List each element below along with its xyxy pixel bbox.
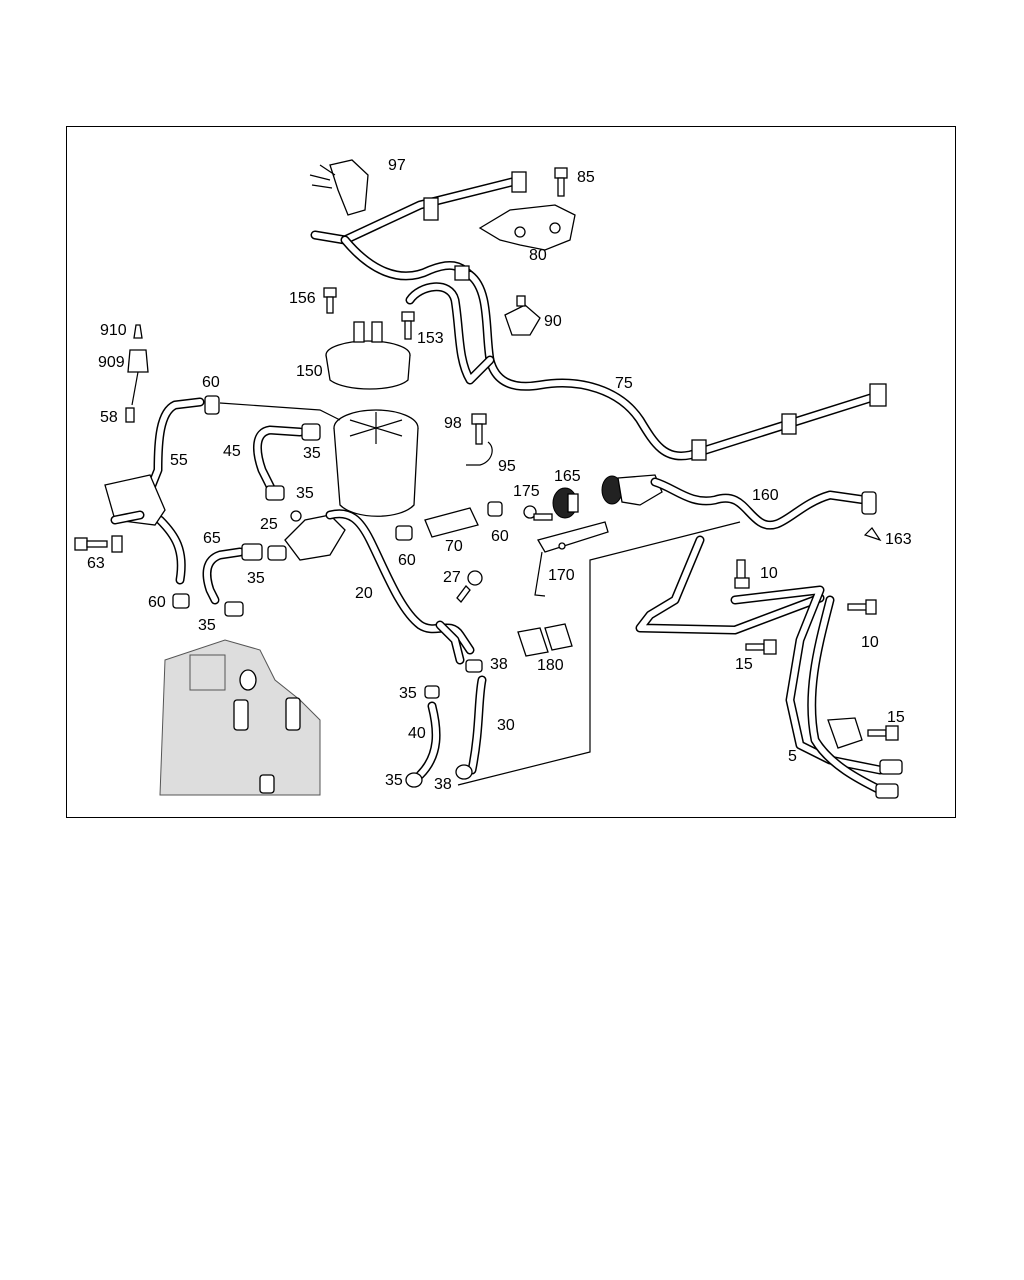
- label-165: 165: [554, 468, 581, 485]
- label-35-b: 35: [296, 485, 314, 502]
- label-25: 25: [260, 516, 278, 533]
- label-20: 20: [355, 585, 373, 602]
- clamp-ring-150: [325, 321, 411, 390]
- bracket-80: [478, 204, 576, 251]
- clip-163: [863, 527, 882, 542]
- sensor-909-910: [125, 324, 149, 423]
- fuel-line-160: [601, 474, 877, 530]
- label-75: 75: [615, 375, 633, 392]
- label-97: 97: [388, 157, 406, 174]
- bolt-10-right: [847, 599, 877, 615]
- label-35-d: 35: [198, 617, 216, 634]
- fuel-filter: [333, 409, 419, 517]
- bolt-85: [554, 167, 568, 197]
- fuel-line-upper: [310, 171, 887, 461]
- label-10-a: 10: [760, 565, 778, 582]
- label-38-b: 38: [434, 776, 452, 793]
- label-150: 150: [296, 363, 323, 380]
- label-27: 27: [443, 569, 461, 586]
- label-910: 910: [100, 322, 127, 339]
- label-15-b: 15: [887, 709, 905, 726]
- hose-65: [202, 543, 287, 617]
- label-60-d: 60: [148, 594, 166, 611]
- bracket-97: [309, 159, 369, 216]
- leader-60-top: [219, 402, 341, 421]
- tube-assembly-5: [635, 535, 903, 799]
- label-60-c: 60: [398, 552, 416, 569]
- label-15-a: 15: [735, 656, 753, 673]
- bolt-175: [523, 505, 553, 521]
- label-45: 45: [223, 443, 241, 460]
- connector-25: [284, 510, 346, 561]
- label-55: 55: [170, 452, 188, 469]
- bolt-15-mid: [745, 639, 777, 655]
- label-160: 160: [752, 487, 779, 504]
- bolt-63: [74, 535, 123, 553]
- leader-38: [457, 521, 741, 786]
- fitting-70: [395, 501, 503, 541]
- label-35-e: 35: [399, 685, 417, 702]
- label-153: 153: [417, 330, 444, 347]
- bolt-10-top: [734, 559, 750, 589]
- bolt-27: [456, 570, 483, 603]
- hose-30: [455, 659, 487, 780]
- label-60-b: 60: [491, 528, 509, 545]
- bracket-95: [466, 441, 493, 466]
- label-175: 175: [513, 483, 540, 500]
- label-163: 163: [885, 531, 912, 548]
- bolt-153: [401, 311, 415, 340]
- valve-90: [504, 295, 541, 336]
- hose-45: [253, 423, 321, 501]
- label-40: 40: [408, 725, 426, 742]
- clamp-60-top: [204, 395, 220, 415]
- label-180: 180: [537, 657, 564, 674]
- clamp-60-left: [172, 593, 190, 609]
- label-5: 5: [788, 748, 797, 765]
- valve-165: [552, 487, 579, 519]
- label-35-a: 35: [303, 445, 321, 462]
- fuel-line-20: [325, 509, 475, 665]
- bracket-170: [534, 521, 609, 597]
- label-38-a: 38: [490, 656, 508, 673]
- label-60-top: 60: [202, 374, 220, 391]
- hose-40: [405, 685, 441, 788]
- label-30: 30: [497, 717, 515, 734]
- bolt-15-right: [867, 725, 899, 741]
- label-35-c: 35: [247, 570, 265, 587]
- clip-180: [517, 623, 573, 657]
- label-70: 70: [445, 538, 463, 555]
- label-10-b: 10: [861, 634, 879, 651]
- label-35-f: 35: [385, 772, 403, 789]
- bolt-98: [471, 413, 487, 445]
- label-98: 98: [444, 415, 462, 432]
- label-85: 85: [577, 169, 595, 186]
- label-909: 909: [98, 354, 125, 371]
- label-156: 156: [289, 290, 316, 307]
- label-80: 80: [529, 247, 547, 264]
- label-170: 170: [548, 567, 575, 584]
- bolt-156: [323, 287, 337, 314]
- label-95: 95: [498, 458, 516, 475]
- label-90: 90: [544, 313, 562, 330]
- high-pressure-pump: [159, 639, 321, 796]
- label-65: 65: [203, 530, 221, 547]
- label-63: 63: [87, 555, 105, 572]
- label-58: 58: [100, 409, 118, 426]
- hose-55: [104, 397, 205, 585]
